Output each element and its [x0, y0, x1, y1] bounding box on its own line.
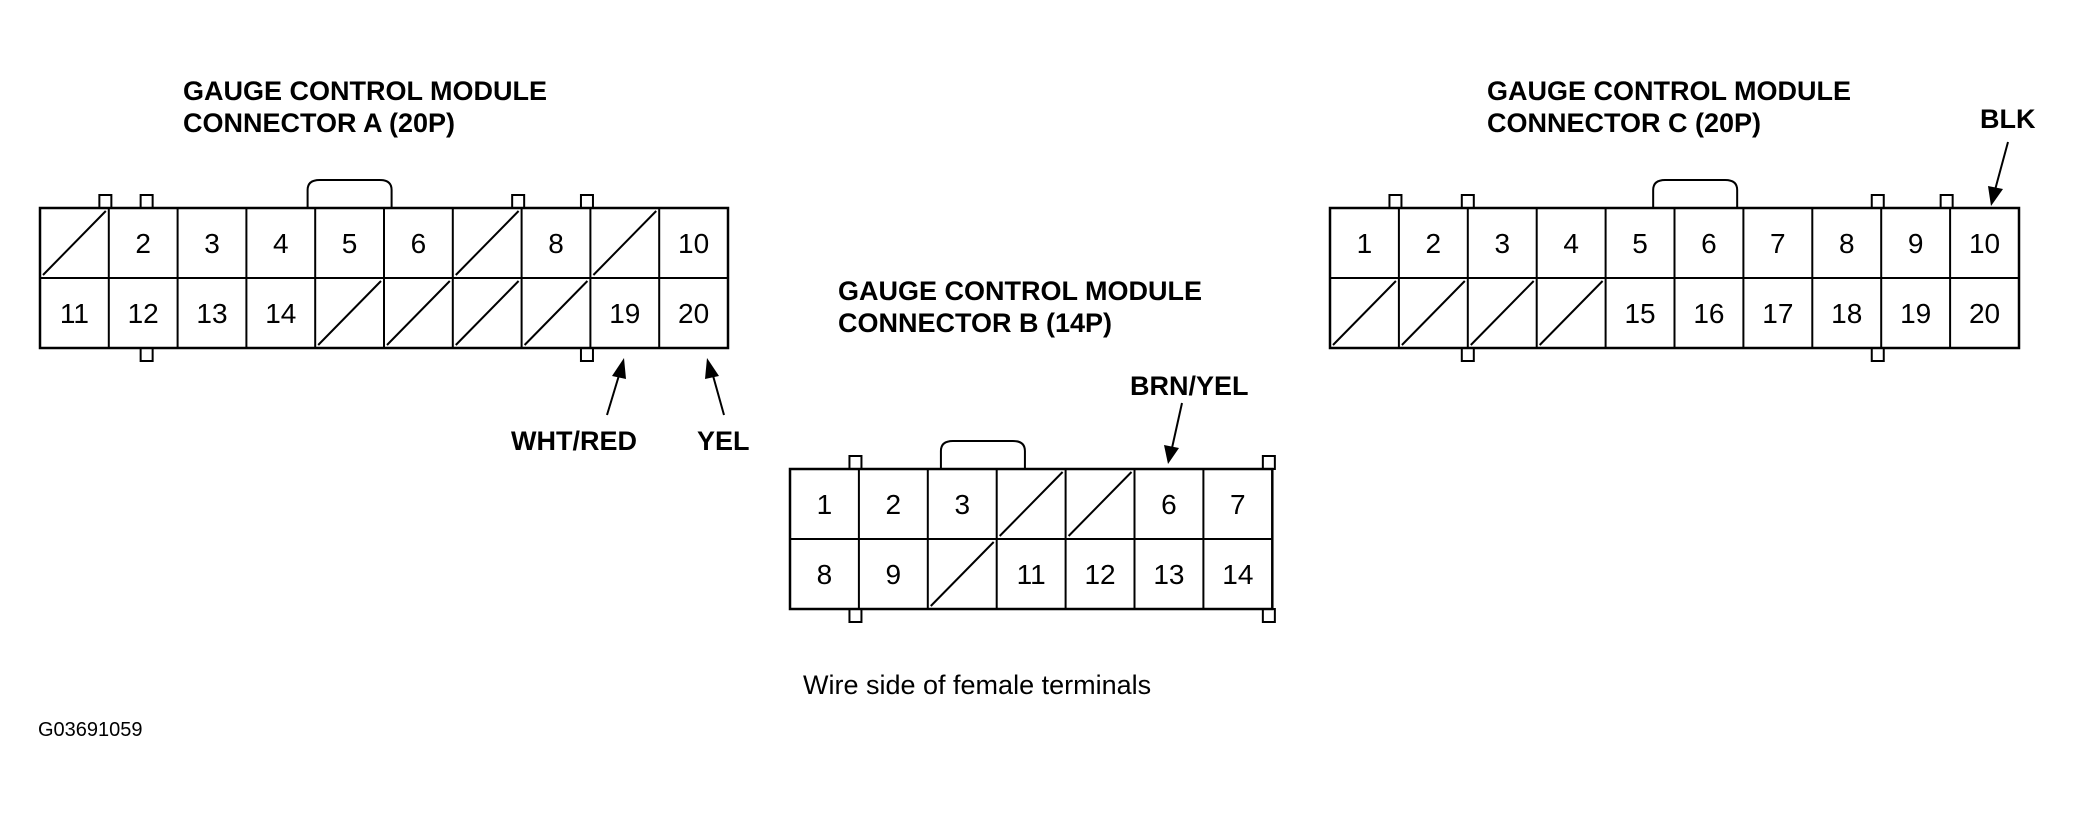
terminal-a-14: 14	[265, 298, 296, 329]
terminal-c-3: 3	[1494, 228, 1510, 259]
connector-b-title-line2: CONNECTOR B (14P)	[838, 308, 1112, 338]
connector-b-latch	[939, 440, 1026, 469]
terminal-c-6: 6	[1701, 228, 1717, 259]
connector-c-tab	[1939, 194, 1954, 209]
connector-a-title-line2: CONNECTOR A (20P)	[183, 108, 455, 138]
terminal-a-19: 19	[609, 298, 640, 329]
connector-a-title-line1: GAUGE CONTROL MODULE	[183, 76, 547, 106]
terminal-c-17: 17	[1762, 298, 1793, 329]
wire-callout-c-10: BLK	[1980, 104, 2036, 206]
terminal-a-13: 13	[196, 298, 227, 329]
unused-cavity	[1401, 280, 1466, 346]
unused-cavity	[592, 210, 657, 276]
terminal-b-8: 8	[817, 559, 833, 590]
terminal-c-2: 2	[1426, 228, 1442, 259]
connector-a-tab	[579, 194, 594, 209]
terminal-b-12: 12	[1084, 559, 1115, 590]
unused-cavity	[455, 210, 520, 276]
terminal-b-3: 3	[954, 489, 970, 520]
connector-a-tab	[139, 347, 154, 362]
terminal-b-6: 6	[1161, 489, 1177, 520]
unused-cavity	[317, 280, 382, 346]
terminal-b-13: 13	[1153, 559, 1184, 590]
terminal-c-5: 5	[1632, 228, 1648, 259]
unused-cavity	[42, 210, 107, 276]
terminal-c-9: 9	[1908, 228, 1924, 259]
connector-a-tab	[98, 194, 113, 209]
connector-b-tab	[848, 608, 863, 623]
connector-a-tab	[139, 194, 154, 209]
connector-b-tab	[1261, 608, 1276, 623]
terminal-side-note: Wire side of female terminals	[803, 670, 1151, 700]
terminal-b-14: 14	[1222, 559, 1253, 590]
terminal-a-11: 11	[60, 298, 89, 329]
unused-cavity	[1538, 280, 1604, 346]
terminal-b-1: 1	[817, 489, 833, 520]
terminal-b-7: 7	[1230, 489, 1246, 520]
terminal-b-11: 11	[1017, 559, 1046, 590]
terminal-a-3: 3	[204, 228, 220, 259]
terminal-c-20: 20	[1969, 298, 2000, 329]
terminal-c-10: 10	[1969, 228, 2000, 259]
terminal-c-19: 19	[1900, 298, 1931, 329]
wire-callout-a-19: WHT/RED	[511, 358, 637, 456]
unused-cavity	[998, 471, 1064, 537]
wire-callout-b-6: BRN/YEL	[1130, 371, 1249, 464]
unused-cavity	[1067, 471, 1133, 537]
unused-cavity	[455, 280, 520, 346]
connector-b-tab	[848, 455, 863, 470]
terminal-c-18: 18	[1831, 298, 1862, 329]
connector-c: 1 2 3 4 5 6 7 8 9 10 15 16 17 18 19 20	[1328, 179, 2021, 362]
unused-cavity	[386, 280, 451, 346]
connector-c-tab	[1388, 194, 1403, 209]
unused-cavity	[523, 280, 589, 346]
connector-a: 2 3 4 5 6 8 10 11 12 13 14 19 20	[38, 179, 730, 362]
terminal-a-8: 8	[548, 228, 564, 259]
terminal-a-4: 4	[273, 228, 289, 259]
terminal-c-16: 16	[1693, 298, 1724, 329]
connector-a-tab	[511, 194, 526, 209]
connector-a-latch	[306, 179, 393, 208]
terminal-b-2: 2	[886, 489, 902, 520]
connector-c-latch	[1652, 179, 1739, 208]
wire-label-b-6: BRN/YEL	[1130, 371, 1249, 401]
wire-label-c-10: BLK	[1980, 104, 2036, 134]
figure-code: G03691059	[38, 719, 143, 741]
wire-label-a-19: WHT/RED	[511, 426, 637, 456]
connector-c-tab	[1460, 347, 1475, 362]
terminal-c-1: 1	[1357, 228, 1373, 259]
terminal-c-8: 8	[1839, 228, 1855, 259]
connector-b-title-line1: GAUGE CONTROL MODULE	[838, 276, 1202, 306]
connector-c-title-line1: GAUGE CONTROL MODULE	[1487, 76, 1851, 106]
connector-c-tab	[1870, 347, 1885, 362]
terminal-a-10: 10	[678, 228, 709, 259]
connector-b-tab	[1261, 455, 1276, 470]
unused-cavity	[1332, 280, 1397, 346]
wire-callout-a-20: YEL	[697, 358, 750, 456]
terminal-c-7: 7	[1770, 228, 1786, 259]
terminal-a-5: 5	[342, 228, 358, 259]
terminal-c-4: 4	[1563, 228, 1579, 259]
connector-a-tab	[579, 347, 594, 362]
connector-c-title-line2: CONNECTOR C (20P)	[1487, 108, 1761, 138]
terminal-a-12: 12	[128, 298, 159, 329]
connector-c-tab	[1460, 194, 1475, 209]
unused-cavity	[1470, 280, 1535, 346]
terminal-b-9: 9	[886, 559, 902, 590]
terminal-a-2: 2	[135, 228, 151, 259]
wire-label-a-20: YEL	[697, 426, 750, 456]
unused-cavity	[930, 541, 995, 607]
terminal-a-20: 20	[678, 298, 709, 329]
terminal-a-6: 6	[411, 228, 427, 259]
connector-c-tab	[1870, 194, 1885, 209]
terminal-c-15: 15	[1624, 298, 1655, 329]
